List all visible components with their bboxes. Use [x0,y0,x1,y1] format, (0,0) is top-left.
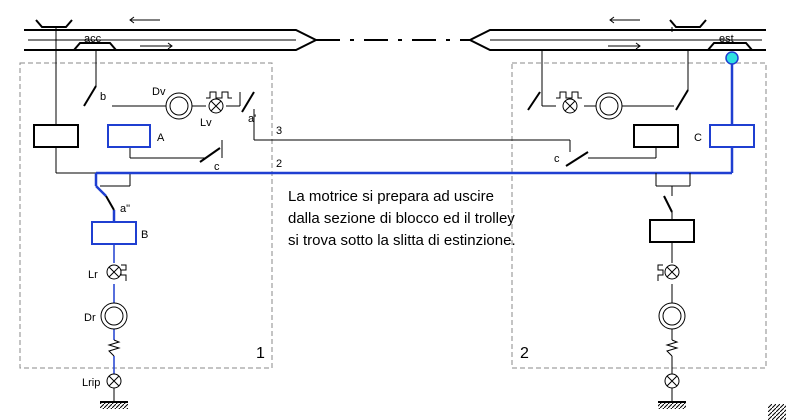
label-c-left: c [214,161,220,173]
switch-section-2-left [527,91,541,111]
relay-left [33,124,79,148]
resistor-left-icon [107,339,121,357]
switch-section-2-right [675,89,689,111]
skid-right-top [669,19,707,28]
label-lrip: Lrip [82,377,100,389]
label-a-double-prime: a" [120,203,130,215]
label-c-block: C [694,132,702,144]
section-1-wiring [55,27,571,187]
switch-a-double-prime [105,195,115,211]
skid-est [707,42,753,51]
label-b: b [100,91,106,103]
relay-a [107,124,151,148]
switch-section-2-lower [663,195,673,213]
ground-left-icon [100,388,128,409]
label-acc: acc [84,33,102,45]
switch-c-right [565,151,589,167]
switch-a-prime [241,91,255,113]
label-dr: Dr [84,312,96,324]
corner-hatch [768,404,786,420]
resistor-right-icon [665,339,679,357]
label-c-right: c [554,153,560,165]
switch-b [83,85,97,107]
section-1-border [19,62,273,369]
diagram-caption: La motrice si prepara ad uscire dalla se… [288,188,516,249]
label-wire-2: 2 [276,158,282,170]
skid-acc [73,42,117,51]
overhead-line [24,29,766,51]
relay-section-2-lower [649,219,695,243]
trolley-contact-indicator [725,51,739,65]
switch-c-left [199,147,221,163]
section-2-wiring [541,27,691,374]
label-b-block: B [141,229,148,241]
lamp-section-2-lower-icon [657,264,680,281]
lamp-lrip-icon [106,373,122,389]
active-circuit [94,60,734,222]
lamp-section-2-icon [556,91,582,114]
lamp-lr-icon [106,264,127,281]
relay-b [91,221,137,245]
label-section-2: 2 [520,345,529,362]
dynamo-section-2-lower-icon [658,302,686,330]
dynamo-section-2-icon [595,92,623,120]
label-dv: Dv [152,86,166,98]
section-2-border [511,62,767,369]
dynamo-dv-icon [165,92,193,120]
label-est: est [719,33,734,45]
label-lr: Lr [88,269,98,281]
lamp-lv-icon [206,91,232,114]
lamp-section-2-bottom-icon [664,373,680,389]
relay-section-2 [633,124,679,148]
label-section-1: 1 [256,345,265,362]
skid-left-top [35,19,73,28]
direction-arrows [129,16,641,50]
relay-c [709,124,755,148]
label-a: A [157,132,165,144]
ground-right-icon [658,388,686,409]
label-a-prime: a' [248,113,256,125]
label-lv: Lv [200,117,212,129]
dynamo-dr-icon [100,302,128,330]
label-wire-3: 3 [276,125,282,137]
